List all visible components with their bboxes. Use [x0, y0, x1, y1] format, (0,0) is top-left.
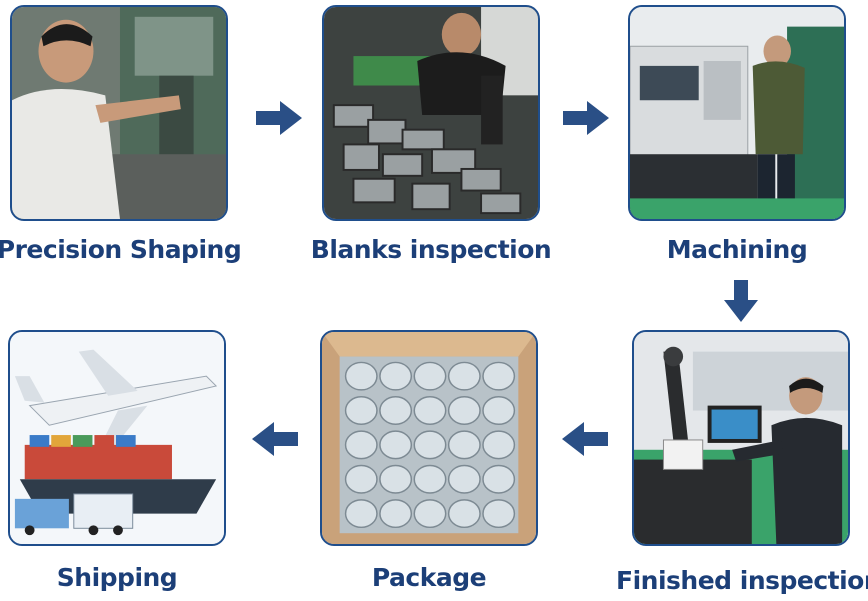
step-label-shipping: Shipping	[56, 563, 178, 592]
step-label-finished-inspection: Finished inspection	[616, 566, 868, 595]
package-photo	[320, 330, 538, 546]
precision-shaping-photo	[10, 5, 228, 221]
arrow-right-icon	[563, 101, 609, 135]
step-label-machining: Machining	[666, 235, 808, 264]
arrow-left-icon	[252, 422, 298, 456]
arrow-right-icon	[256, 101, 302, 135]
arrow-down-icon	[724, 280, 758, 322]
step-label-precision-shaping: Precision Shaping	[0, 235, 242, 264]
step-label-package: Package	[371, 563, 487, 592]
arrow-left-icon	[562, 422, 608, 456]
finished-inspection-photo	[632, 330, 850, 546]
machining-photo	[628, 5, 846, 221]
step-label-blanks-inspection: Blanks inspection	[310, 235, 552, 264]
shipping-photo	[8, 330, 226, 546]
blanks-inspection-photo	[322, 5, 540, 221]
